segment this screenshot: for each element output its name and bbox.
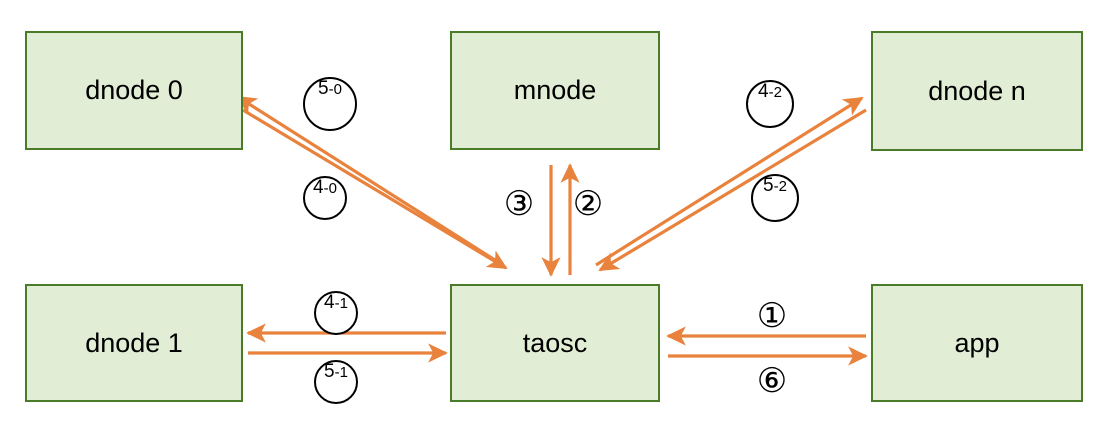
edge-label-5-2: 5-2 (751, 174, 799, 222)
node-label: taosc (522, 327, 588, 358)
edge-label-main: 4 (324, 292, 335, 313)
node-dnode-1[interactable]: dnode 1 (25, 284, 243, 402)
edge-label-3: ③ (502, 187, 536, 221)
edge-label-4-1: 4-1 (314, 291, 358, 335)
edge-label-main: 4 (758, 81, 769, 102)
node-dnode-n[interactable]: dnode n (871, 31, 1083, 151)
edge-label-4-0: 4-0 (303, 176, 347, 220)
node-taosc[interactable]: taosc (450, 284, 660, 402)
edge-label-main: 5 (763, 175, 774, 196)
edge-label-main: ② (572, 184, 604, 224)
node-dnode-0[interactable]: dnode 0 (25, 31, 243, 150)
node-label: app (954, 327, 1000, 358)
edge-label-5-1: 5-1 (314, 360, 358, 404)
edge-label-5-0: 5-0 (303, 77, 357, 131)
edge-label-4-2: 4-2 (746, 80, 794, 128)
edge-label-sub: -1 (334, 295, 348, 312)
edge-label-2: ② (571, 187, 605, 221)
edge-label-sub: -0 (323, 180, 337, 197)
node-label: mnode (513, 75, 597, 105)
edge-label-sub: -1 (334, 364, 348, 381)
edge-label-main: ① (756, 296, 788, 336)
node-label: dnode 1 (85, 327, 183, 358)
edge-label-1: ① (755, 299, 789, 333)
edge-label-main: ⑥ (756, 361, 788, 401)
node-label: dnode 0 (85, 75, 183, 105)
edge-label-main: 5 (318, 78, 329, 99)
edge-label-sub: -2 (773, 178, 787, 195)
edge-label-sub: -2 (768, 84, 782, 101)
edge-label-main: ③ (503, 184, 535, 224)
edge-label-6: ⑥ (755, 364, 789, 398)
node-app[interactable]: app (871, 284, 1083, 402)
node-mnode[interactable]: mnode (450, 31, 660, 150)
edge-label-main: 4 (313, 177, 324, 198)
edge-label-main: 5 (324, 361, 335, 382)
node-label: dnode n (928, 75, 1026, 106)
edge-label-sub: -0 (328, 81, 342, 98)
